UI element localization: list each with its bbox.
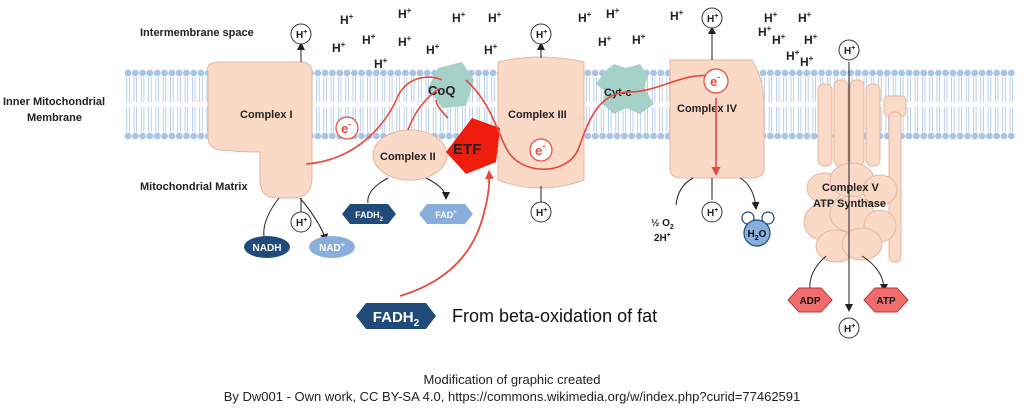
proton-circle bbox=[701, 7, 723, 29]
coq-label: CoQ bbox=[428, 83, 455, 98]
svg-text:H2O: H2O bbox=[748, 229, 767, 242]
proton-free: H+ bbox=[340, 12, 354, 27]
proton-free: H+ bbox=[332, 40, 346, 55]
matrix-label: Mitochondrial Matrix bbox=[140, 181, 248, 193]
fadh-arc bbox=[367, 177, 389, 204]
proton-free: H+ bbox=[488, 10, 502, 25]
caption-line-1: Modification of graphic created bbox=[423, 372, 601, 387]
proton-free: H+ bbox=[398, 34, 412, 49]
svg-text:FADH2: FADH2 bbox=[373, 309, 420, 329]
h2o-arc bbox=[739, 177, 760, 210]
complex-5-label-line1: Complex V bbox=[822, 182, 880, 194]
proton-circle bbox=[290, 23, 312, 45]
proton-free: H+ bbox=[398, 6, 412, 21]
proton-free: H+ bbox=[670, 8, 684, 23]
o2-arc bbox=[675, 177, 694, 206]
half-o2-label: ½ O2 bbox=[651, 218, 674, 231]
electron-badge-c1: e- bbox=[335, 116, 359, 140]
proton-free: H+ bbox=[800, 54, 814, 69]
proton-free: H+ bbox=[772, 32, 786, 47]
fad-arc bbox=[425, 177, 450, 200]
proton-circle-label: H+ bbox=[844, 45, 855, 57]
svg-text:ADP: ADP bbox=[799, 296, 820, 307]
svg-text:e-: e- bbox=[710, 72, 720, 89]
circled-protons-group: H+H+H+H+H+H+H+H+ bbox=[290, 7, 860, 339]
proton-circle-label: H+ bbox=[296, 29, 307, 41]
proton-free: H+ bbox=[426, 42, 440, 57]
complex-2 bbox=[372, 129, 448, 181]
electron-path-c2-coq bbox=[407, 87, 441, 131]
nadh-molecule: NADH bbox=[244, 236, 290, 258]
svg-text:ATP: ATP bbox=[876, 296, 896, 307]
electron-path-etf-coq bbox=[435, 99, 449, 119]
fadh2-beta-oxidation: FADH2 bbox=[356, 303, 436, 329]
complex-4-label: Complex IV bbox=[677, 103, 738, 115]
nad-molecule: NAD+ bbox=[309, 236, 355, 258]
proton-circle-label: H+ bbox=[536, 207, 547, 219]
proton-free: H+ bbox=[786, 48, 800, 63]
svg-text:FAD+: FAD+ bbox=[435, 210, 457, 220]
proton-free: H+ bbox=[598, 34, 612, 49]
adp-arc bbox=[809, 255, 827, 291]
svg-text:NADH: NADH bbox=[253, 243, 282, 254]
fadh2-molecule: FADH2 bbox=[342, 204, 396, 224]
complex-1 bbox=[207, 61, 313, 199]
cytc-shape bbox=[596, 64, 654, 114]
proton-free: H+ bbox=[764, 10, 778, 25]
etf-label: ETF bbox=[453, 141, 481, 158]
proton-free: H+ bbox=[484, 42, 498, 57]
proton-free: H+ bbox=[758, 24, 772, 39]
proton-circle-label: H+ bbox=[536, 29, 547, 41]
proton-free: H+ bbox=[374, 56, 388, 71]
complex-1-label: Complex I bbox=[240, 109, 293, 121]
water-molecule: H2O bbox=[741, 211, 775, 247]
two-h-label: 2H+ bbox=[654, 232, 671, 244]
beta-oxidation-text: From beta-oxidation of fat bbox=[452, 306, 657, 326]
membrane-label-line1: Inner Mitochondrial bbox=[3, 96, 105, 108]
complex-4 bbox=[669, 59, 765, 179]
svg-text:e-: e- bbox=[535, 141, 545, 158]
proton-circle-label: H+ bbox=[844, 323, 855, 335]
svg-text:FADH2: FADH2 bbox=[355, 210, 384, 223]
proton-circle-label: H+ bbox=[707, 207, 718, 219]
electron-badge-c4: e- bbox=[703, 68, 729, 94]
intermembrane-label: Intermembrane space bbox=[140, 27, 254, 39]
electron-badge-c3: e- bbox=[529, 138, 553, 162]
proton-circle bbox=[701, 201, 723, 223]
proton-circle-label: H+ bbox=[296, 217, 307, 229]
complex-3 bbox=[497, 56, 585, 189]
proton-circle bbox=[530, 23, 552, 45]
atp-arc bbox=[861, 255, 888, 292]
electron-path-c1-coq bbox=[305, 76, 443, 165]
proton-free: H+ bbox=[798, 10, 812, 25]
proton-free: H+ bbox=[804, 32, 818, 47]
proton-circle bbox=[530, 201, 552, 223]
complex-2-label: Complex II bbox=[380, 151, 436, 163]
atp-molecule: ATP bbox=[863, 287, 909, 313]
free-protons-group: H+H+H+H+H+H+H+H+H+H+H+H+H+H+H+H+H+H+H+H+… bbox=[332, 6, 818, 71]
proton-free: H+ bbox=[632, 32, 646, 47]
proton-circle bbox=[838, 39, 860, 61]
proton-circle bbox=[838, 317, 860, 339]
proton-free: H+ bbox=[362, 32, 376, 47]
caption-line-2: By Dw001 - Own work, CC BY-SA 4.0, https… bbox=[223, 389, 801, 404]
complex-5 bbox=[803, 79, 907, 263]
proton-free: H+ bbox=[578, 10, 592, 25]
proton-free: H+ bbox=[452, 10, 466, 25]
complex-3-label: Complex III bbox=[508, 109, 567, 121]
svg-text:NAD+: NAD+ bbox=[319, 242, 345, 254]
svg-text:e-: e- bbox=[341, 119, 351, 136]
adp-molecule: ADP bbox=[787, 287, 833, 313]
coq-shape bbox=[428, 62, 474, 108]
etf-shape bbox=[446, 118, 500, 174]
beta-oxidation-arrow bbox=[399, 170, 495, 297]
proton-circle-label: H+ bbox=[707, 13, 718, 25]
electron-path-coq-c3-c4 bbox=[465, 74, 717, 170]
membrane-label-line2: Membrane bbox=[27, 112, 82, 124]
fad-molecule: FAD+ bbox=[419, 204, 473, 224]
proton-circle bbox=[290, 211, 312, 233]
proton-free: H+ bbox=[606, 6, 620, 21]
